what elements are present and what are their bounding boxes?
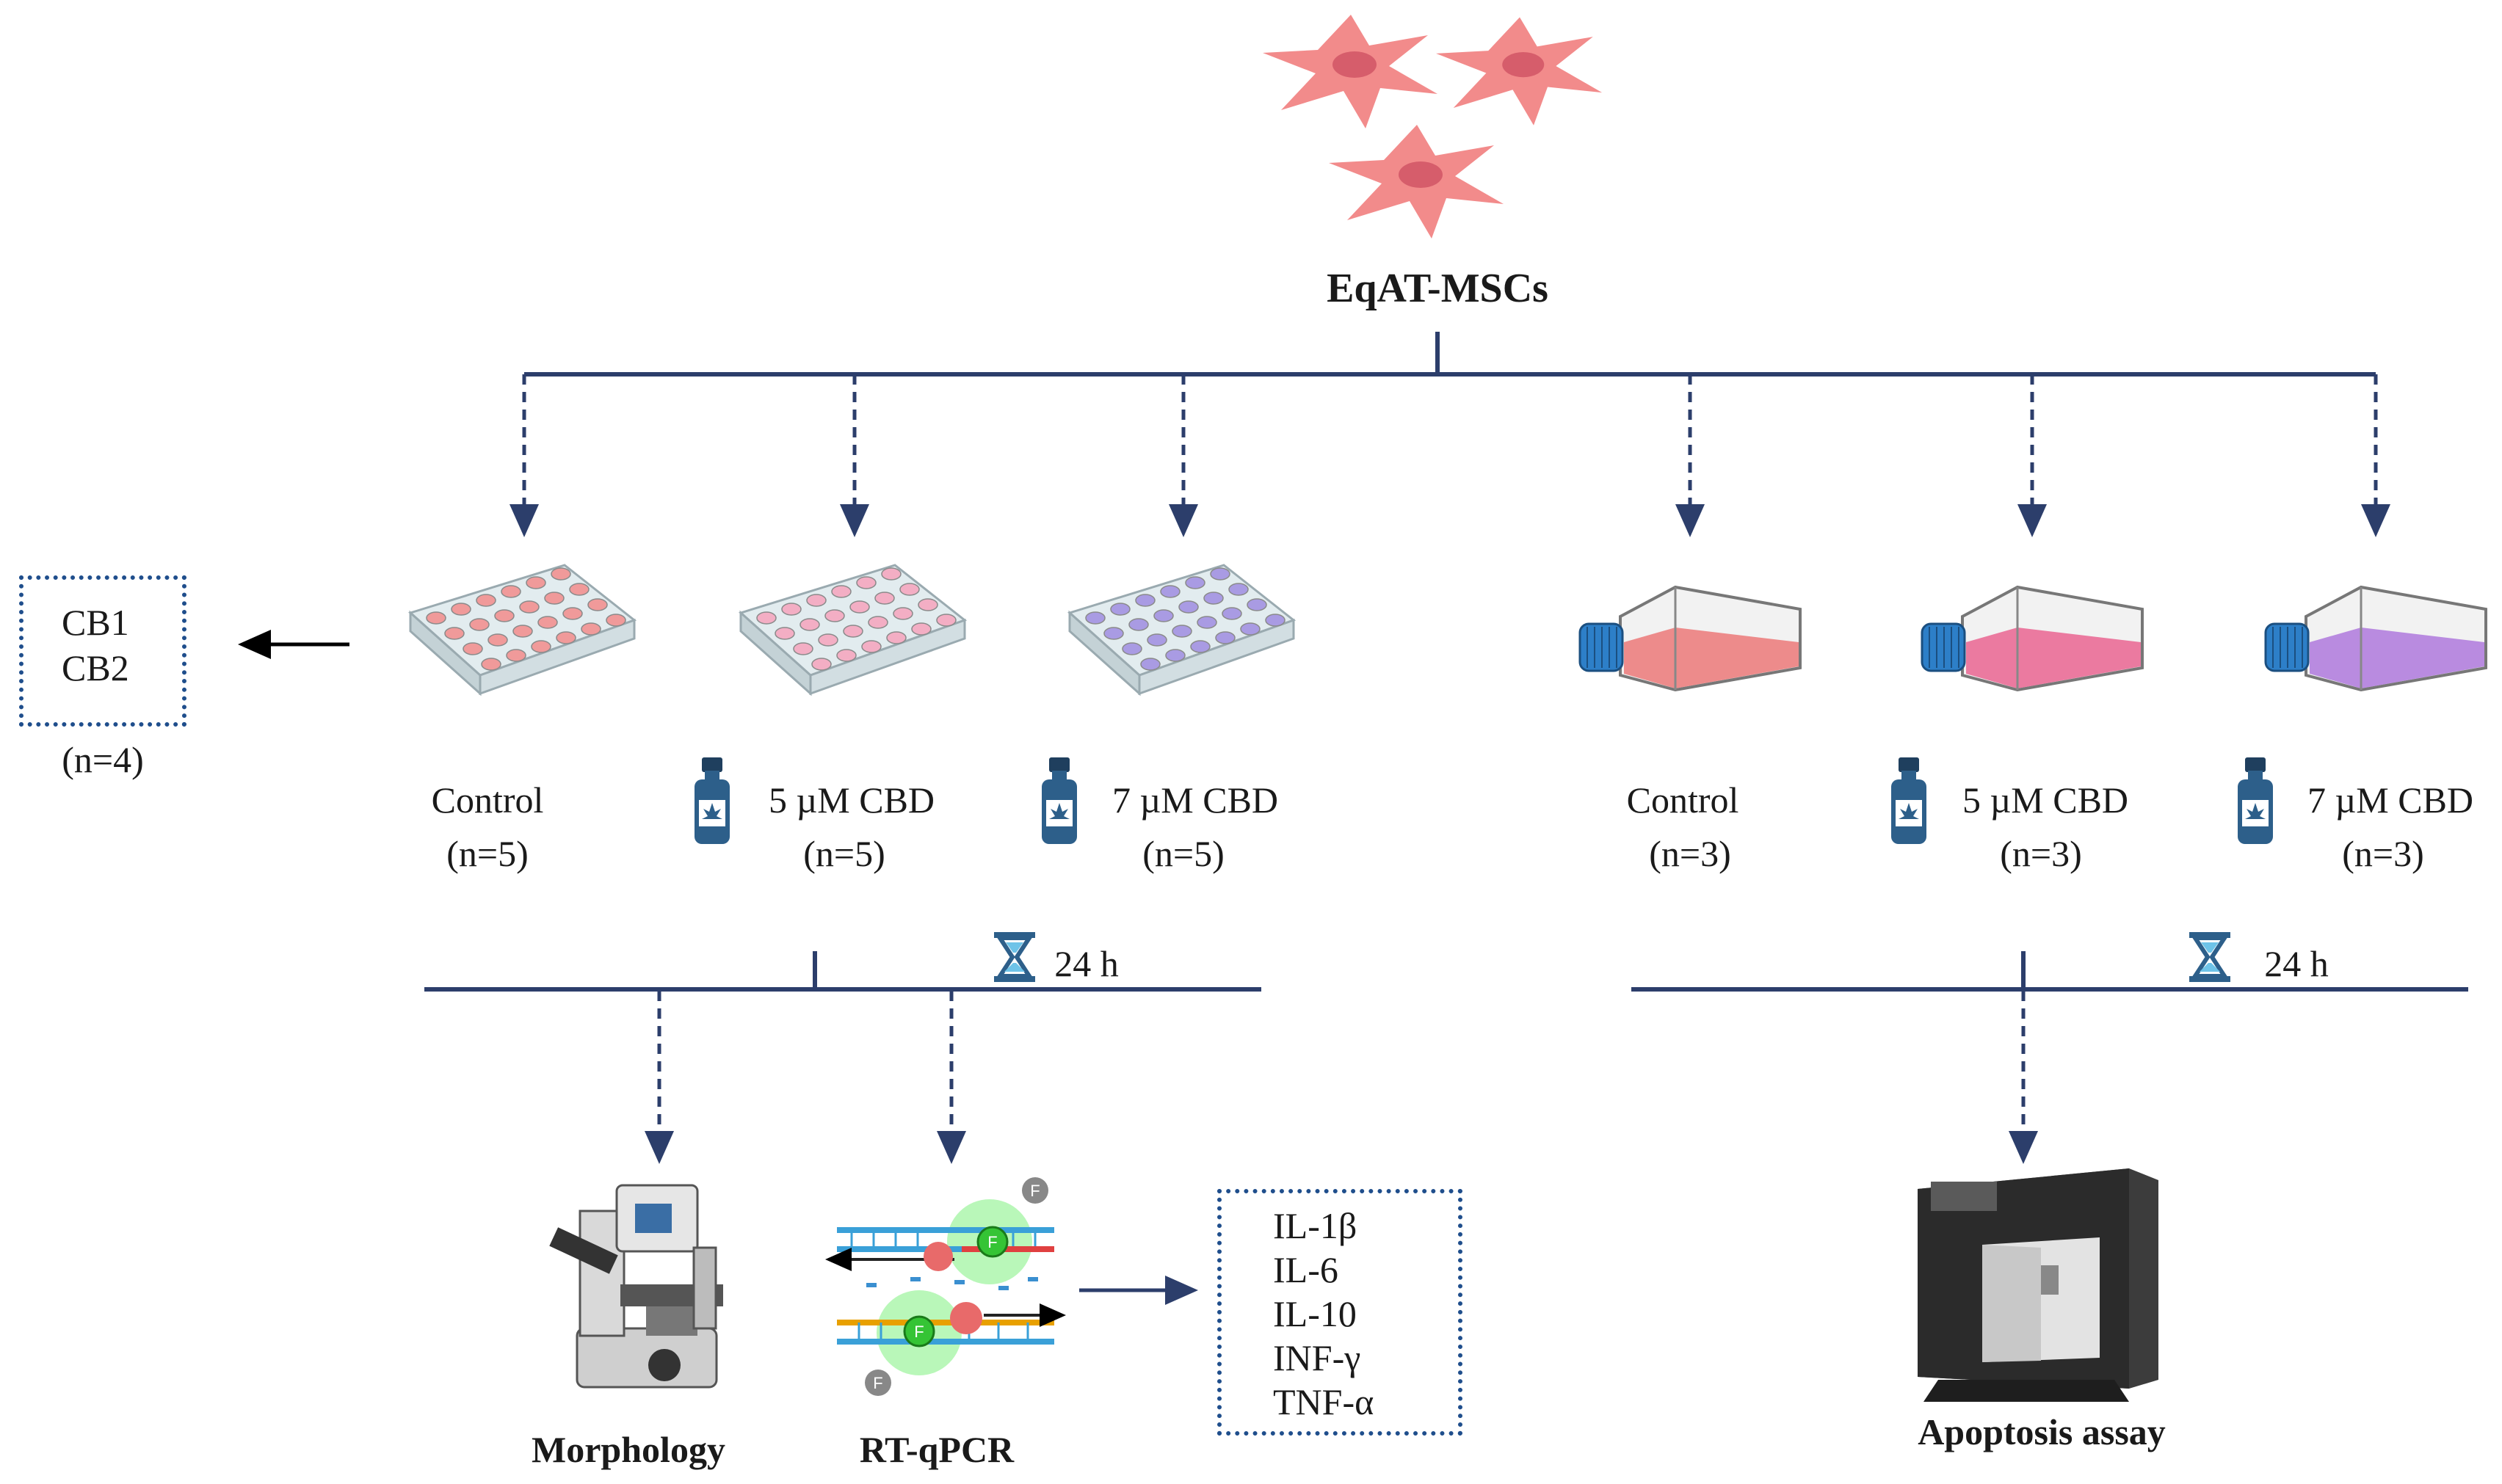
cytokine-il6: IL-6: [1273, 1249, 1338, 1290]
plate-control-label: Control: [431, 779, 544, 821]
flask-5cbd-label: 5 µM CBD: [1962, 779, 2129, 821]
microscope-icon: [549, 1184, 723, 1389]
cytokine-il10: IL-10: [1273, 1293, 1357, 1334]
well-plate-icon: [1067, 564, 1297, 696]
branch-arrows: [510, 374, 2390, 537]
plate-control-n: (n=5): [446, 833, 529, 874]
plate-7cbd-n: (n=5): [1142, 833, 1225, 874]
svg-text:F: F: [873, 1374, 882, 1392]
cytokine-infg: INF-γ: [1273, 1337, 1361, 1378]
receptor-cb2: CB2: [62, 647, 129, 688]
culture-flasks: [1578, 585, 2487, 692]
receptor-n: (n=4): [62, 739, 144, 780]
output-arrows: [645, 991, 2038, 1164]
svg-text:F: F: [1030, 1182, 1040, 1200]
receptor-cb1: CB1: [62, 602, 129, 643]
culture-flask-icon: [1921, 585, 2144, 692]
time-lines: [424, 951, 2468, 992]
flow-cytometer-icon: [1918, 1168, 2158, 1402]
rtqpcr-schematic-icon: F F F F: [825, 1177, 1066, 1396]
culture-flask-icon: [2264, 585, 2487, 692]
cytokine-tnfa: TNF-α: [1273, 1381, 1374, 1422]
culture-flask-icon: [1578, 585, 1802, 692]
plate-7cbd-label: 7 µM CBD: [1112, 779, 1279, 821]
flask-control-label: Control: [1626, 779, 1739, 821]
msc-cells-icon: [1263, 15, 1603, 239]
morphology-label: Morphology: [532, 1429, 725, 1470]
well-plate-icon: [408, 564, 637, 696]
plate-5cbd-n: (n=5): [803, 833, 885, 874]
time-label-right: 24 h: [2264, 943, 2329, 984]
time-label-left: 24 h: [1054, 943, 1119, 984]
cytokine-il1b: IL-1β: [1273, 1205, 1357, 1246]
flask-7cbd-label: 7 µM CBD: [2307, 779, 2474, 821]
flask-control-n: (n=3): [1649, 833, 1731, 874]
plate-5cbd-label: 5 µM CBD: [768, 779, 935, 821]
rtqpcr-label: RT-qPCR: [859, 1429, 1015, 1470]
well-plate-icon: [739, 564, 968, 696]
cytokine-box: [1217, 1189, 1462, 1436]
hourglass-icon: [994, 932, 2230, 982]
receptor-box: [19, 575, 186, 727]
svg-text:F: F: [914, 1323, 924, 1341]
branch-lines: [524, 332, 2376, 377]
source-label: EqAT-MSCs: [1327, 266, 1548, 311]
flask-7cbd-n: (n=3): [2342, 833, 2424, 874]
apoptosis-label: Apoptosis assay: [1918, 1411, 2166, 1452]
flask-5cbd-n: (n=3): [2000, 833, 2082, 874]
svg-text:F: F: [987, 1233, 997, 1251]
well-plates: [408, 564, 1297, 696]
